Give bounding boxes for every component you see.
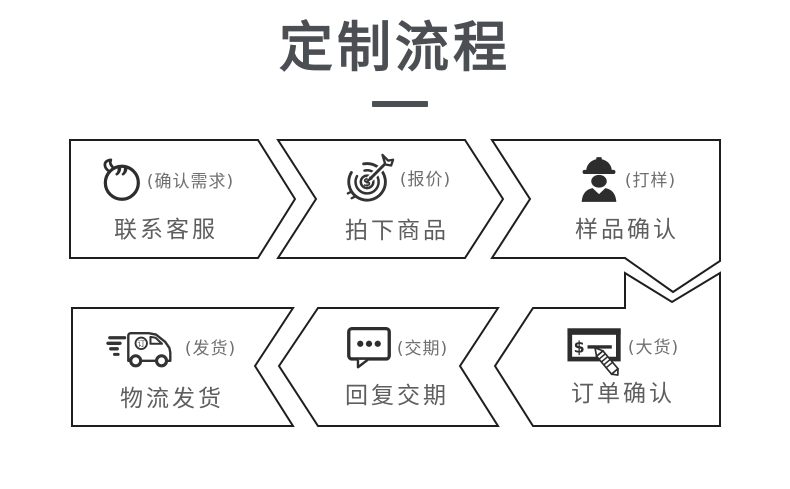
page-title: 定制流程 <box>279 16 511 79</box>
step-label: 订单确认 <box>571 380 675 407</box>
speech-bubble-quotes-icon: ” <box>103 157 140 201</box>
step-annotation: (大货) <box>627 338 680 358</box>
step-annotation: (打样) <box>624 171 677 191</box>
svg-text:订: 订 <box>137 339 145 348</box>
step-5-reply-leadtime: (交期) 回复交期 <box>312 322 482 412</box>
step-1-contact-service: ” (确认需求) 联系客服 <box>76 156 256 244</box>
step-5-arrow-shape <box>277 307 500 427</box>
step-label: 样品确认 <box>575 216 679 243</box>
delivery-truck-icon: 订 <box>106 331 172 367</box>
step-label: 回复交期 <box>345 382 449 409</box>
step-2-arrow-shape <box>276 139 505 259</box>
step-annotation: (确认需求) <box>146 172 235 192</box>
step-4-logistics-ship: 订 (发货) 物流发货 <box>84 322 260 412</box>
chat-dots-icon <box>346 326 391 368</box>
step-label: 物流发货 <box>120 385 224 412</box>
step-annotation: (报价) <box>399 170 452 190</box>
step-label: 联系客服 <box>114 216 218 243</box>
pen-icon <box>594 346 620 376</box>
cheque-pen-icon: $ <box>567 327 621 376</box>
svg-text:$: $ <box>573 337 584 356</box>
title-divider <box>372 101 428 107</box>
step-annotation: (发货) <box>184 339 237 359</box>
step-6-order-confirm: $ (大货) 订单确认 <box>537 318 709 414</box>
step-annotation: (交期) <box>396 339 449 359</box>
step-3-arrow-shape <box>490 139 721 294</box>
step-label: 拍下商品 <box>345 217 449 244</box>
construction-worker-icon <box>581 156 617 202</box>
step-3-sample-confirm: (打样) 样品确认 <box>542 154 712 244</box>
svg-text:”: ” <box>114 163 130 195</box>
step-2-place-order: $ (报价) 拍下商品 <box>312 152 482 244</box>
target-dollar-dart-icon: $ <box>346 153 395 202</box>
